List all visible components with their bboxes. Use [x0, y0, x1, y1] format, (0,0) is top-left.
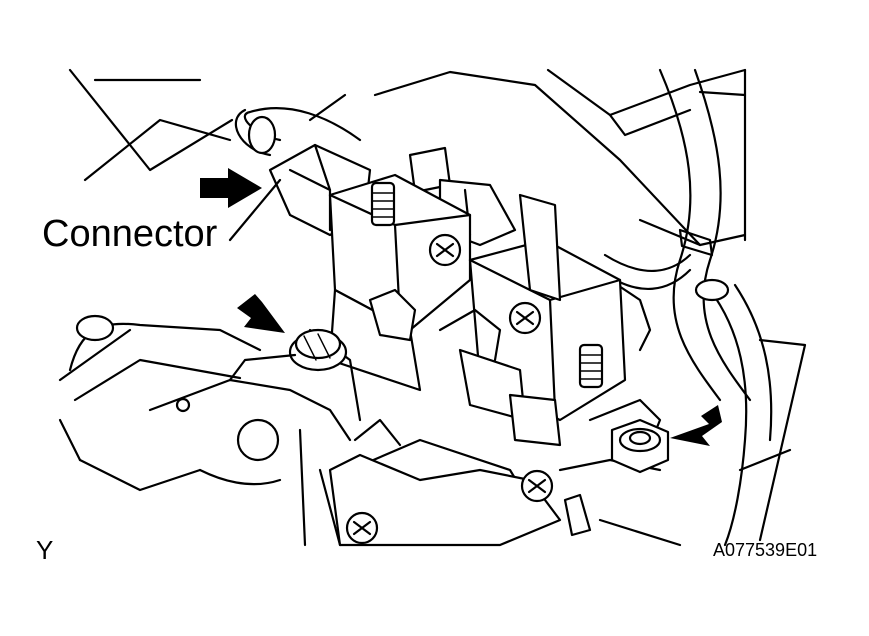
view-label: Y	[36, 535, 54, 565]
background-panels	[58, 68, 807, 547]
bolt-arrow-left	[237, 294, 285, 333]
figure-id: A077539E01	[713, 540, 818, 560]
connector-label: Connector	[42, 213, 218, 255]
bolts	[288, 328, 670, 474]
bracket-left	[68, 314, 352, 486]
connector-wire-loop	[234, 107, 362, 157]
connector-arrow	[200, 168, 282, 242]
relay-block	[308, 173, 662, 547]
bolt-arrow-right	[670, 405, 722, 446]
screws	[345, 233, 554, 545]
terminal-studs	[370, 181, 604, 389]
